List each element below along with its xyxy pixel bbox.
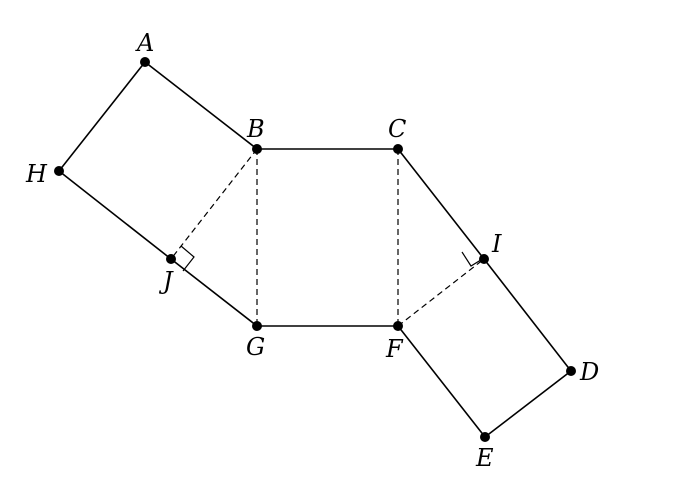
point-i <box>479 254 489 264</box>
segment-hj <box>58 170 172 260</box>
point-label-b: B <box>246 115 265 143</box>
segment-id <box>483 258 572 372</box>
point-label-a: A <box>135 29 154 57</box>
segment-ef <box>397 325 486 438</box>
point-b <box>252 144 262 154</box>
point-label-i: I <box>491 230 502 258</box>
segment-ah <box>58 61 146 172</box>
point-label-h: H <box>25 160 48 188</box>
segment-ci <box>397 148 485 260</box>
segment-jg <box>170 258 258 327</box>
point-d <box>566 366 576 376</box>
point-e <box>480 432 490 442</box>
point-h <box>54 166 64 176</box>
point-label-j: J <box>158 267 174 295</box>
point-a <box>140 57 150 67</box>
point-g <box>252 321 262 331</box>
point-label-f: F <box>385 335 404 363</box>
right-angle-mark-j <box>180 245 195 272</box>
point-label-g: G <box>246 333 265 361</box>
point-label-d: D <box>579 358 599 386</box>
point-f <box>393 321 403 331</box>
point-label-c: C <box>388 115 406 143</box>
segment-de <box>484 370 572 438</box>
point-c <box>393 144 403 154</box>
segment-fi <box>397 258 485 327</box>
segment-ab <box>144 61 258 150</box>
point-j <box>166 254 176 264</box>
segment-bj <box>170 148 258 260</box>
point-label-e: E <box>475 444 494 472</box>
